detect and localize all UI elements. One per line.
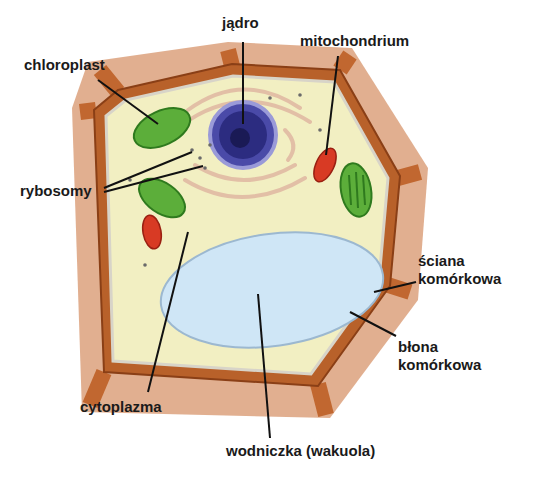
endoplasmic-reticulum: [182, 89, 310, 197]
part-label: mitochondrium: [300, 32, 409, 50]
leader-lines: [98, 42, 416, 438]
part-label: cytoplazma: [80, 398, 162, 416]
part-label: rybosomy: [20, 182, 92, 200]
part-label: chloroplast: [24, 56, 105, 74]
part-label: jądro: [222, 14, 259, 32]
vacuole: [153, 219, 390, 361]
neighbour-cells: [72, 42, 428, 418]
part-label: ściana komórkowa: [418, 252, 528, 288]
cell-wall: [94, 64, 400, 386]
part-label: błona komórkowa: [398, 338, 508, 374]
part-label: wodniczka (wakuola): [226, 442, 375, 460]
